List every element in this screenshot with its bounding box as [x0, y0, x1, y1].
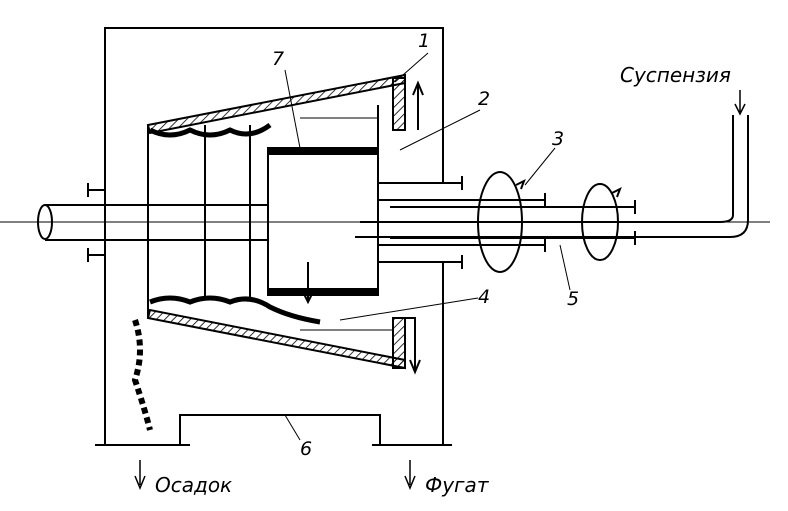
- label-4: 4: [478, 286, 491, 308]
- label-sediment-outlet: Осадок: [155, 473, 233, 497]
- label-feed-suspension: Суспензия: [620, 63, 731, 87]
- feed-pipe: [355, 115, 749, 238]
- sleeve-3: [378, 193, 546, 252]
- label-5: 5: [567, 288, 580, 310]
- label-6: 6: [300, 438, 313, 460]
- label-1: 1: [418, 30, 431, 52]
- bowl-wall-top: [146, 73, 406, 135]
- sleeve-5: [390, 200, 636, 245]
- label-7: 7: [272, 48, 285, 70]
- bowl-wall-bottom: [146, 308, 406, 370]
- label-2: 2: [478, 88, 491, 110]
- label-3: 3: [552, 128, 565, 150]
- label-centrate-outlet: Фугат: [425, 473, 489, 497]
